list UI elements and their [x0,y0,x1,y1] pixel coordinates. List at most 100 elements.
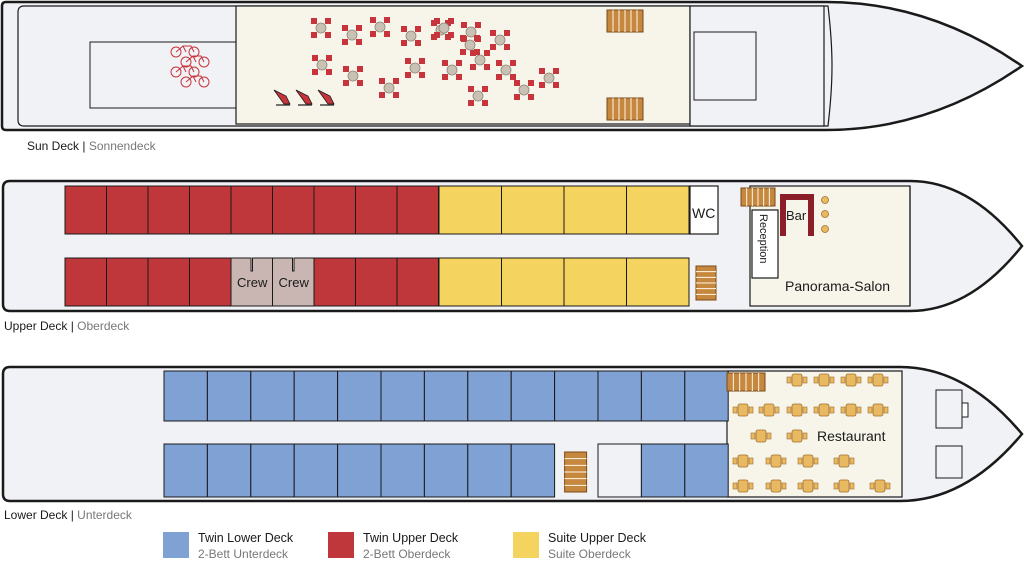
bar-counter [780,194,814,236]
twin-lower-cabin [380,370,425,422]
restaurant-table-icon [758,403,780,417]
legend-label: Twin Lower Deck [198,531,294,545]
corridor-gap [597,443,642,498]
table-set-icon [401,26,421,46]
lower-deck-bottom-cabins [163,443,729,498]
legend-label-de: 2-Bett Oberdeck [363,547,451,561]
twin-upper-cabin [106,185,149,235]
twin-lower-cabin [554,370,599,422]
restaurant-table-icon [869,479,891,493]
restaurant-table-icon [750,429,772,443]
bar-stool-icon [821,196,829,204]
stairs-icon [564,451,588,493]
bicycle-icon [180,55,210,68]
bow-room-upper [935,389,963,429]
twin-upper-cabin [355,185,398,235]
crew-label: Crew [279,275,310,290]
upper-deck-name-de: Oberdeck [77,319,130,333]
twin-lower-cabin [206,370,252,422]
stairs-icon [695,265,717,301]
twin-lower-cabin [337,443,382,498]
twin-lower-cabin [684,370,729,422]
twin-upper-cabin [106,257,149,307]
suite-upper-cabin [438,185,502,235]
twin-lower-cabin [163,443,208,498]
sun-deck-bike-storage [89,41,237,109]
table-set-icon [434,18,454,38]
table-set-icon [342,25,362,45]
restaurant-table-icon [833,479,855,493]
suite-upper-cabin [626,257,690,307]
restaurant-table-icon [833,454,855,468]
separator: | [70,508,74,522]
table-set-icon [442,60,462,80]
upper-deck-stairs [695,187,776,301]
restaurant-table-icon [813,403,835,417]
stairs-icon [606,9,644,33]
lower-deck: Restaurant [1,365,1024,503]
restaurant-table-icon [732,403,754,417]
twin-upper-cabin [313,257,356,307]
table-set-icon [379,78,399,98]
suite-upper-cabin [563,257,627,307]
twin-lower-cabin [250,370,295,422]
reception-desk [751,209,779,279]
twin-lower-cabin [640,443,686,498]
legend-swatch-twin-lower [163,532,189,558]
twin-upper-cabin [64,257,107,307]
twin-lower-cabin [510,370,556,422]
restaurant-table-icon [840,403,862,417]
restaurant-table-icon [732,479,754,493]
sun-deck-inner-outline [17,5,833,127]
upper-deck-label: Upper Deck | Oberdeck [4,319,129,333]
table-set-icon [312,55,332,75]
twin-lower-cabin [163,370,208,422]
twin-lower-cabin [597,370,642,422]
twin-upper-cabin [355,257,398,307]
twin-upper-cabin [230,185,273,235]
bicycle-icon [180,75,210,88]
panorama-salon-label: Panorama-Salon [785,278,890,294]
table-set-icon [311,18,331,38]
suite-upper-cabin [438,257,502,307]
bar-stool-icon [821,210,829,218]
upper-deck-name: Upper Deck [4,319,68,333]
twin-upper-cabin [396,257,439,307]
legend-twin-lower: Twin Lower Deck 2-Bett Unterdeck [163,530,293,562]
twin-lower-cabin [206,443,252,498]
restaurant-tables [732,373,891,493]
table-set-group [311,17,559,106]
restaurant-table-icon [765,479,787,493]
suite-upper-cabin [626,185,690,235]
legend-label-de: 2-Bett Unterdeck [198,547,289,561]
twin-upper-cabin [313,185,356,235]
lower-deck-label: Lower Deck | Unterdeck [4,508,132,522]
restaurant-table-icon [867,373,889,387]
twin-lower-cabin [467,370,512,422]
table-set-icon [490,30,510,50]
table-set-icon [514,80,534,100]
bar-stools [821,196,829,233]
twin-upper-cabin [189,257,232,307]
restaurant-table-icon [786,429,808,443]
sun-deck-stairs [606,9,644,121]
sun-deck-label: Sun Deck | Sonnendeck [27,139,156,153]
suite-upper-cabin [563,185,627,235]
table-set-icon [539,68,559,88]
suite-upper-cabin [501,185,565,235]
table-set-icon [468,86,488,106]
sun-deck [0,0,1024,132]
legend-label: Twin Upper Deck [363,531,459,545]
bar-label: Bar [786,208,807,223]
bow-hatch [961,402,969,418]
crew-cabin: Crew [230,257,273,307]
sun-deck-wheelhouse-cutout [693,31,757,101]
bar-stool-icon [821,225,829,233]
sun-deck-name-de: Sonnendeck [88,139,156,153]
restaurant-label: Restaurant [817,428,886,444]
restaurant-table-icon [840,373,862,387]
sun-lounger-icon [295,89,313,106]
twin-upper-cabin [147,257,190,307]
